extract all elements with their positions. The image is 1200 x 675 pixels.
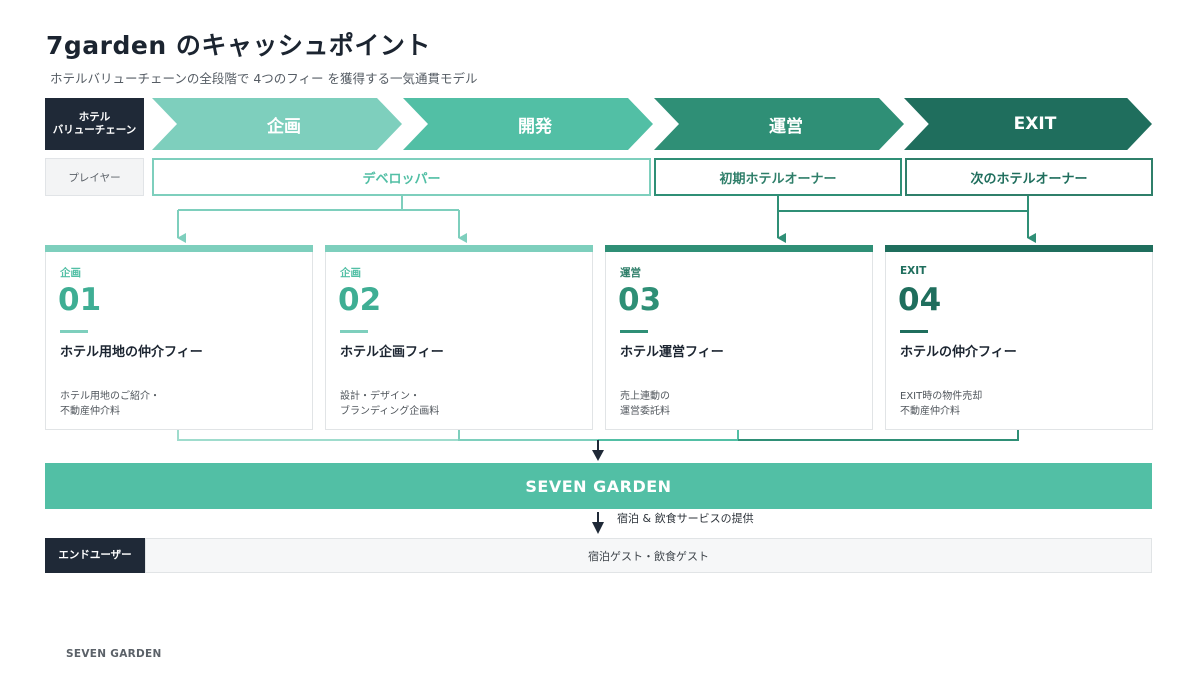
developer-connector xyxy=(177,196,467,243)
service-note: 宿泊 & 飲食サービスの提供 xyxy=(617,512,754,525)
card-phase: 運営 xyxy=(620,267,641,279)
enduser-value: 宿泊ゲスト・飲食ゲスト xyxy=(145,538,1152,573)
card-number: 03 xyxy=(618,282,662,318)
fee-card-01: 企画 01 ホテル用地の仲介フィー ホテル用地のご紹介・ 不動産仲介料 xyxy=(45,245,313,430)
card-number: 01 xyxy=(58,282,102,318)
footer-brand: SEVEN GARDEN xyxy=(66,648,162,660)
phase-exit-chevron: EXIT xyxy=(904,98,1152,150)
card-description-line1: ホテル用地のご紹介・ xyxy=(60,391,160,402)
player-developer: デベロッパー xyxy=(152,158,651,196)
card-description-line2: ブランディング企画料 xyxy=(340,405,440,417)
phase-plan-chevron: 企画 xyxy=(152,98,402,150)
card-description: EXIT時の物件売却 不動産仲介料 xyxy=(900,390,1140,419)
fee-collector-connector xyxy=(177,430,1019,461)
card-phase: EXIT xyxy=(900,265,927,277)
card-phase: 企画 xyxy=(340,267,361,279)
card-fee-name: ホテル企画フィー xyxy=(340,345,444,360)
player-initial-owner: 初期ホテルオーナー xyxy=(654,158,902,196)
service-arrow xyxy=(592,512,604,534)
card-underline xyxy=(60,330,88,333)
card-description: 設計・デザイン・ ブランディング企画料 xyxy=(340,390,580,419)
card-description-line2: 運営委託料 xyxy=(620,405,670,417)
page-subtitle: ホテルバリューチェーンの全段階で 4つのフィー を獲得する一気通貫モデル xyxy=(50,71,478,86)
card-description: 売上連動の 運営委託料 xyxy=(620,390,860,419)
seven-garden-hub: SEVEN GARDEN xyxy=(45,463,1152,509)
card-accent-bar xyxy=(45,245,313,252)
phase-exit-label: EXIT xyxy=(1013,114,1057,134)
phase-development-label: 開発 xyxy=(518,116,552,137)
card-fee-name: ホテルの仲介フィー xyxy=(900,345,1017,360)
fee-card-02: 企画 02 ホテル企画フィー 設計・デザイン・ ブランディング企画料 xyxy=(325,245,593,430)
card-number: 04 xyxy=(898,282,942,318)
card-underline xyxy=(340,330,368,333)
card-description: ホテル用地のご紹介・ 不動産仲介料 xyxy=(60,390,300,419)
card-fee-name: ホテル運営フィー xyxy=(620,345,724,360)
card-description-line2: 不動産仲介料 xyxy=(60,405,120,417)
card-underline xyxy=(900,330,928,333)
fee-card-03: 運営 03 ホテル運営フィー 売上連動の 運営委託料 xyxy=(605,245,873,430)
page-title: 7garden のキャッシュポイント xyxy=(46,31,431,60)
player-next-owner: 次のホテルオーナー xyxy=(905,158,1153,196)
card-phase: 企画 xyxy=(60,267,81,279)
phase-plan-label: 企画 xyxy=(267,116,301,137)
value-chain-label: ホテル バリューチェーン xyxy=(45,98,144,150)
phase-operation-chevron: 運営 xyxy=(654,98,904,150)
card-description-line1: EXIT時の物件売却 xyxy=(900,391,983,402)
card-description-line1: 売上連動の xyxy=(620,391,670,402)
player-label: プレイヤー xyxy=(45,158,144,196)
card-description-line2: 不動産仲介料 xyxy=(900,405,960,417)
owner-connector xyxy=(777,196,1036,243)
phase-operation-label: 運営 xyxy=(769,116,803,137)
card-underline xyxy=(620,330,648,333)
card-description-line1: 設計・デザイン・ xyxy=(340,391,420,402)
value-chain-label-line1: ホテル xyxy=(78,110,111,123)
card-accent-bar xyxy=(325,245,593,252)
phase-development-chevron: 開発 xyxy=(403,98,653,150)
value-chain-label-line2: バリューチェーン xyxy=(52,124,137,136)
card-number: 02 xyxy=(338,282,382,318)
card-accent-bar xyxy=(605,245,873,252)
enduser-label: エンドユーザー xyxy=(45,538,145,573)
fee-card-04: EXIT 04 ホテルの仲介フィー EXIT時の物件売却 不動産仲介料 xyxy=(885,245,1153,430)
card-accent-bar xyxy=(885,245,1153,252)
card-fee-name: ホテル用地の仲介フィー xyxy=(60,345,203,360)
